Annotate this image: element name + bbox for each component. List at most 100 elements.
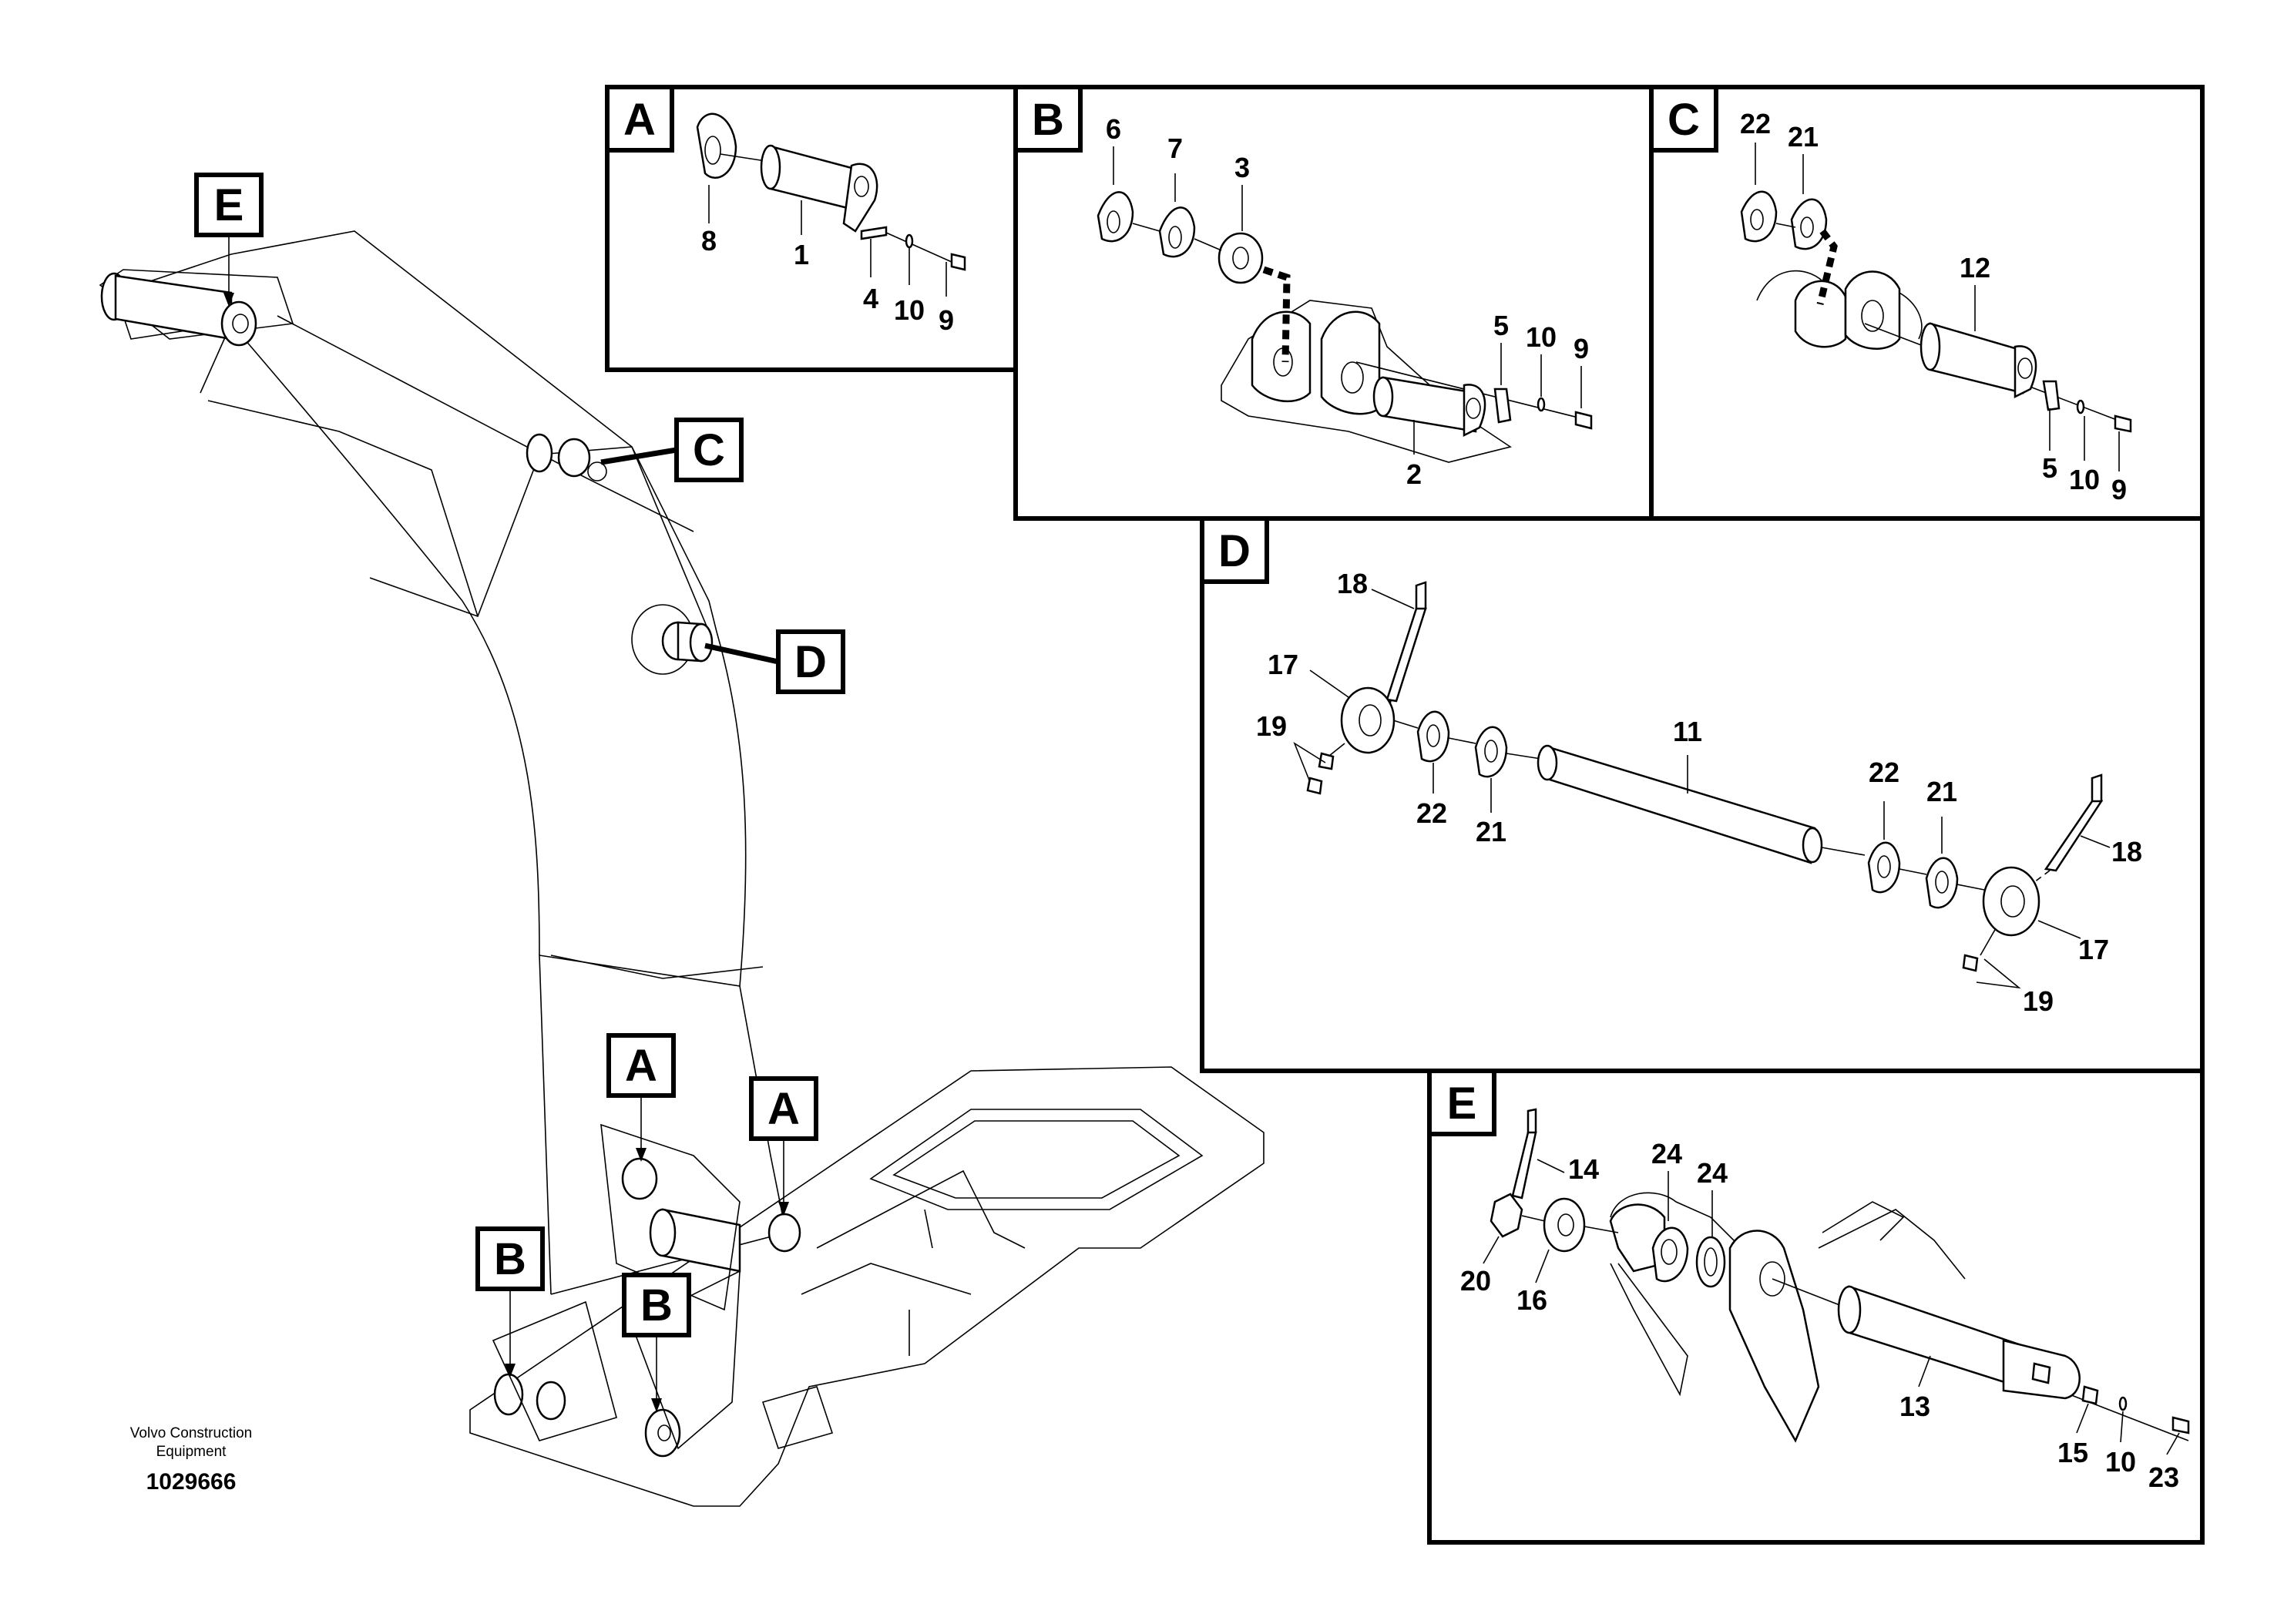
panel-d-label-11: 11: [1673, 716, 1702, 747]
panel-b-tag-box: [1013, 85, 1083, 153]
footer-company-line1: Volvo Construction: [130, 1425, 252, 1441]
panel-e: E 14 24 24: [1427, 1069, 2190, 1493]
part-18-bolt: [2044, 800, 2104, 872]
part-10-washer: [2076, 399, 2085, 414]
panel-c-label-22: 22: [1740, 108, 1771, 139]
part-10-washer: [1537, 397, 1546, 412]
panel-c-label-5: 5: [2042, 452, 2057, 484]
tag-d-leader: [704, 643, 779, 665]
part-7-washer: [1158, 206, 1196, 258]
part-22-washer: [1867, 841, 1901, 894]
panel-c-label-21: 21: [1788, 121, 1819, 153]
part-20-nut: [1490, 1193, 1523, 1238]
panel-b-label-7: 7: [1167, 133, 1183, 164]
tag-box-a-right: [749, 1076, 818, 1141]
panel-d: D: [1200, 516, 2142, 1017]
overview-tags: E C D A A B B: [194, 173, 845, 1412]
panel-e-label-14: 14: [1568, 1153, 1599, 1185]
part-22-washer: [1416, 710, 1450, 763]
part-19-screw: [1306, 777, 1323, 795]
panel-c: C 22 21 12 5 10 9: [1649, 85, 2132, 505]
part-10-washer: [905, 233, 914, 249]
panel-d-label-17: 17: [1268, 649, 1298, 680]
part-2-pin: [1382, 376, 1477, 433]
panel-c-tag: C: [1668, 95, 1700, 145]
panel-b-label-2: 2: [1406, 458, 1422, 490]
part-21-washer: [1790, 198, 1828, 250]
part-21-washer: [1474, 726, 1508, 778]
panel-d-label-22: 22: [1416, 797, 1447, 829]
drawing-number: 1029666: [146, 1469, 237, 1495]
tag-d-label: D: [794, 637, 827, 687]
part-13-pin: [1848, 1285, 2020, 1388]
part-19-screw: [1962, 954, 1979, 972]
tag-c-label: C: [693, 425, 725, 475]
panel-d-tag: D: [1218, 526, 1251, 576]
part-14-bolt: [1511, 1131, 1537, 1200]
part-24-shim: [1695, 1236, 1726, 1288]
part-9-bolt: [2114, 414, 2132, 433]
panel-d-label-21: 21: [1476, 816, 1506, 847]
panel-d-label-19b: 19: [2023, 985, 2054, 1017]
part-17-collar: [1340, 686, 1396, 754]
panel-e-label-15: 15: [2057, 1437, 2088, 1468]
panel-c-label-12: 12: [1960, 252, 1990, 284]
panel-e-label-20: 20: [1460, 1265, 1491, 1297]
tag-box-e: [194, 173, 264, 237]
panel-e-tag: E: [1447, 1079, 1477, 1129]
panel-e-label-16: 16: [1516, 1284, 1547, 1316]
part-9-bolt: [1574, 411, 1593, 430]
part-3-washer: [1218, 232, 1264, 284]
panel-d-label-18b: 18: [2111, 836, 2142, 867]
part-16-washer: [1543, 1197, 1586, 1253]
panel-b-label-3: 3: [1234, 152, 1250, 183]
part-19-screw: [1318, 752, 1335, 770]
panel-a: A 8 1 4 10 9: [605, 85, 966, 336]
part-24-shim: [1651, 1226, 1689, 1283]
panel-a-label-1: 1: [794, 239, 809, 270]
tag-e-label: E: [214, 180, 244, 230]
panel-c-tag-box: [1649, 85, 1718, 153]
panel-e-label-24b: 24: [1697, 1157, 1728, 1189]
tag-b-right-label: B: [640, 1280, 673, 1330]
panel-b-label-9: 9: [1574, 333, 1589, 364]
panel-d-label-21b: 21: [1926, 776, 1957, 807]
panel-d-label-19: 19: [1256, 710, 1287, 742]
panel-b-label-10: 10: [1526, 321, 1557, 353]
part-9-bolt: [950, 253, 966, 271]
part-17-collar: [1982, 866, 2040, 937]
part-18-bolt: [1385, 607, 1427, 703]
part-5-lockplate: [1493, 388, 1512, 424]
panel-d-label-22b: 22: [1869, 757, 1899, 788]
panel-e-label-13: 13: [1899, 1391, 1930, 1422]
panel-e-frame: [1427, 1069, 2205, 1545]
part-10-washer: [2118, 1396, 2128, 1411]
panel-e-label-23: 23: [2148, 1461, 2179, 1493]
panel-c-label-9: 9: [2111, 474, 2127, 505]
panel-d-tag-box: [1200, 516, 1269, 584]
part-6-washer: [1097, 191, 1134, 243]
part-4-lockplate: [860, 226, 888, 240]
part-5-lockplate: [2042, 380, 2061, 411]
panel-d-label-18: 18: [1337, 568, 1368, 599]
panel-d-label-17b: 17: [2078, 934, 2109, 965]
part-21-washer: [1925, 857, 1959, 909]
panel-b-label-6: 6: [1106, 113, 1121, 145]
panel-b-tag: B: [1032, 95, 1064, 145]
panel-e-label-10: 10: [2105, 1446, 2136, 1478]
tag-box-d: [776, 629, 845, 694]
panel-b-label-5: 5: [1493, 310, 1509, 341]
tag-c-leader: [600, 447, 677, 465]
boom-overview: [99, 230, 1265, 1507]
tag-box-c: [674, 418, 744, 482]
part-8-plate: [696, 112, 737, 179]
tag-a-right-label: A: [767, 1084, 800, 1134]
panel-a-label-10: 10: [894, 294, 925, 326]
panel-c-label-10: 10: [2069, 464, 2100, 495]
part-15-lockplate: [2081, 1385, 2099, 1405]
panel-b: B 6 7 3 5 10 9: [1013, 85, 1593, 490]
part-11-pin: [1543, 746, 1816, 864]
footer: Volvo Construction Equipment 1029666: [130, 1425, 252, 1495]
